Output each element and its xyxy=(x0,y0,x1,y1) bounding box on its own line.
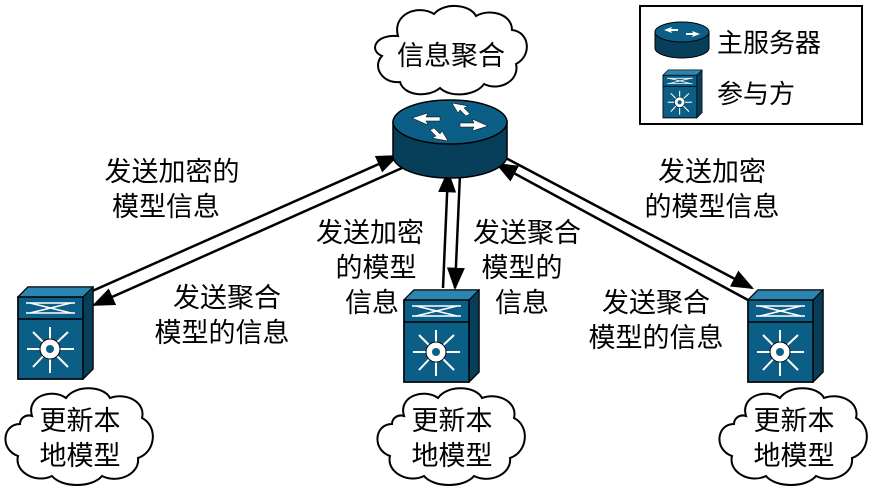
label-mid-down-line1: 发送聚合 xyxy=(473,218,581,249)
legend: 主服务器 参与方 xyxy=(639,5,863,125)
participant-cloud-right: 更新本 地模型 xyxy=(718,387,868,486)
label-mid-up-line3: 信息 xyxy=(345,288,399,319)
arrow-right-down xyxy=(499,153,754,290)
edge-labels: 发送加密的 模型信息 发送聚合 模型的信息 发送加密 的模型 信息 发送聚合 模… xyxy=(105,157,780,354)
label-mid-up-line1: 发送加密 xyxy=(316,218,424,249)
server-cloud: 信息聚合 xyxy=(374,5,528,96)
arrow-mid-up xyxy=(438,169,457,289)
label-right-up-line2: 的模型信息 xyxy=(645,192,780,223)
label-left-down-line1: 发送聚合 xyxy=(173,283,281,314)
participant-left xyxy=(17,286,94,380)
participant-cloud-middle: 更新本 地模型 xyxy=(376,387,526,486)
participant-cloud-right-line2: 地模型 xyxy=(754,441,835,472)
server-cloud-label: 信息聚合 xyxy=(397,41,505,72)
label-mid-up-line2: 的模型 xyxy=(336,253,417,284)
arrow-right-up xyxy=(495,162,749,302)
participant-middle xyxy=(403,289,480,383)
participant-cloud-middle-line1: 更新本 xyxy=(412,406,493,437)
label-left-up-line2: 模型信息 xyxy=(112,192,220,223)
participant-cloud-left: 更新本 地模型 xyxy=(4,387,154,486)
label-left-up-line1: 发送加密的 xyxy=(105,157,240,188)
participant-cloud-left-line1: 更新本 xyxy=(40,406,121,437)
edge-lines xyxy=(89,153,754,307)
legend-server-label: 主服务器 xyxy=(717,29,821,59)
label-mid-down-line3: 信息 xyxy=(495,288,549,319)
participant-cloud-right-line1: 更新本 xyxy=(754,406,835,437)
arrow-mid-down xyxy=(446,173,465,291)
legend-router-icon xyxy=(654,21,710,59)
participant-cloud-middle-line2: 地模型 xyxy=(412,441,493,472)
label-mid-down-line2: 模型的 xyxy=(482,253,563,284)
legend-participant-label: 参与方 xyxy=(717,80,795,110)
participant-right xyxy=(747,289,824,383)
label-right-down-line2: 模型的信息 xyxy=(589,323,724,354)
arrow-left-up xyxy=(89,154,400,294)
server-router-icon xyxy=(392,99,508,179)
label-left-down-line2: 模型的信息 xyxy=(155,318,290,349)
arrow-left-down xyxy=(91,166,403,307)
label-right-down-line1: 发送聚合 xyxy=(602,288,710,319)
participant-cloud-left-line2: 地模型 xyxy=(40,441,121,472)
legend-switch-icon xyxy=(662,69,703,119)
label-right-up-line1: 发送加密 xyxy=(658,157,766,188)
